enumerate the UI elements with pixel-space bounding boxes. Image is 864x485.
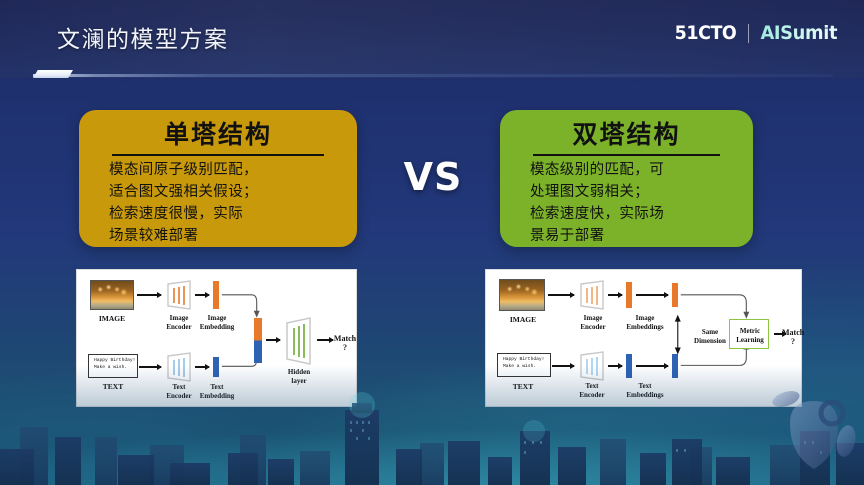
left-arrow-encoder-to-embedding bbox=[195, 292, 210, 297]
right-arrow-embedding-to-projected bbox=[636, 292, 669, 297]
single-tower-line-4: 场景较难部署 bbox=[109, 228, 199, 244]
right-cake-image-thumbnail bbox=[499, 279, 545, 311]
right-arrow-metric-to-output bbox=[774, 331, 787, 336]
right-arrow-encoder-to-embedding bbox=[608, 292, 623, 297]
brand-aisummit-text: AISumit bbox=[760, 22, 838, 44]
right-arrow-image-to-encoder bbox=[548, 292, 575, 297]
dual-tower-line-2: 处理图文弱相关； bbox=[530, 184, 650, 200]
robot-mascot-illustration bbox=[772, 391, 856, 469]
dual-tower-body: 模态级别的匹配，可 处理图文弱相关； 检索速度快，实际场 景易于部署 bbox=[530, 159, 731, 247]
left-image-encoder-icon bbox=[165, 280, 193, 310]
brand-divider bbox=[748, 23, 750, 43]
header-divider-accent bbox=[33, 70, 73, 78]
single-tower-line-1: 模态间原子级别匹配， bbox=[109, 162, 258, 178]
brand-logo: 51CTO AISumit bbox=[672, 22, 840, 44]
header-divider-line bbox=[33, 74, 833, 77]
left-arrow-image-to-encoder bbox=[137, 292, 162, 297]
single-tower-body: 模态间原子级别匹配， 适合图文强相关假设； 检索速度很慢，实际 场景较难部署 bbox=[109, 159, 335, 247]
right-image-embedding-bar-a bbox=[626, 282, 632, 308]
left-hidden-layer-icon bbox=[284, 317, 314, 365]
left-concatenated-embedding-bar bbox=[254, 318, 262, 363]
comparison-card-single-tower: 单塔结构 模态间原子级别匹配， 适合图文强相关假设； 检索速度很慢，实际 场景较… bbox=[79, 110, 357, 247]
left-image-label: IMAGE bbox=[98, 314, 126, 323]
cake-image-thumbnail bbox=[90, 280, 134, 310]
single-tower-line-3: 检索速度很慢，实际 bbox=[109, 206, 244, 222]
right-output-label: Match ? bbox=[782, 328, 805, 346]
comparison-card-dual-tower: 双塔结构 模态级别的匹配，可 处理图文弱相关； 检索速度快，实际场 景易于部署 bbox=[500, 110, 753, 247]
single-tower-title: 单塔结构 bbox=[163, 121, 272, 149]
dual-tower-rule bbox=[533, 154, 720, 156]
versus-label: VS bbox=[403, 155, 463, 199]
dual-tower-line-3: 检索速度快，实际场 bbox=[530, 206, 665, 222]
dual-tower-line-4: 景易于部署 bbox=[530, 228, 605, 244]
slide-header bbox=[0, 0, 864, 78]
left-output-label: Match ? bbox=[333, 334, 357, 352]
right-image-embedding-bar-b bbox=[672, 283, 678, 307]
brand-51cto-text: 51CTO bbox=[675, 22, 737, 44]
dual-tower-line-1: 模态级别的匹配，可 bbox=[530, 162, 665, 178]
right-image-encoder-icon bbox=[578, 280, 606, 310]
dual-tower-title: 双塔结构 bbox=[572, 121, 681, 149]
left-arrow-hidden-to-output bbox=[317, 337, 334, 342]
left-arrow-concat-to-hidden bbox=[266, 337, 281, 342]
city-skyline-illustration bbox=[0, 365, 864, 485]
right-image-label: IMAGE bbox=[509, 315, 537, 324]
page-title: 文澜的模型方案 bbox=[57, 26, 229, 52]
single-tower-line-2: 适合图文强相关假设； bbox=[109, 184, 258, 200]
single-tower-rule bbox=[112, 154, 324, 156]
left-image-embedding-bar bbox=[213, 281, 219, 309]
